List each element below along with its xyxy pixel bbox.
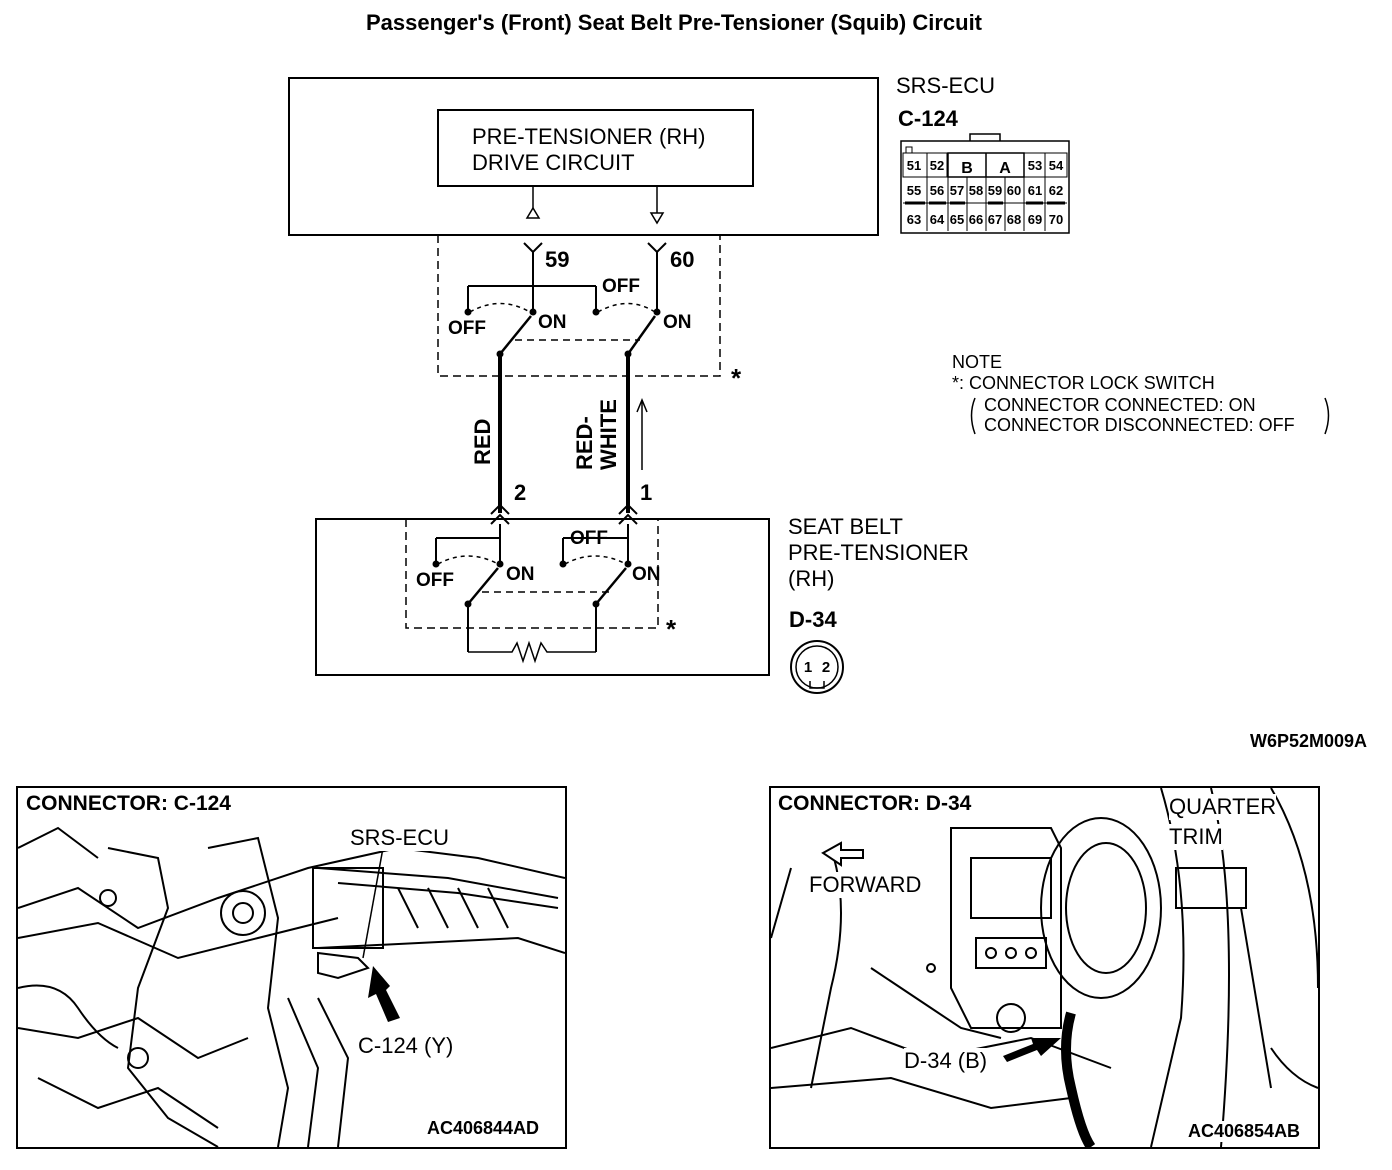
switch-off-label: OFF bbox=[416, 570, 454, 591]
photo-left-heading: CONNECTOR: C-124 bbox=[26, 792, 231, 815]
note-heading: NOTE bbox=[952, 352, 1003, 372]
d34-pin-1: 1 bbox=[804, 659, 812, 676]
c124-pin-labels: 51 52 B A 53 54 55 56 57 58 59 60 61 62 … bbox=[907, 158, 1064, 227]
pin-label: 54 bbox=[1049, 158, 1064, 173]
switch-on-label: ON bbox=[663, 312, 692, 333]
photo-right-code: AC406854AB bbox=[1188, 1121, 1301, 1142]
drive-circuit-box bbox=[437, 109, 754, 187]
pin-label: 60 bbox=[1007, 183, 1021, 198]
pin-label: 56 bbox=[930, 183, 944, 198]
pretensioner-connector-id: D-34 bbox=[789, 607, 837, 632]
pin-label: 66 bbox=[969, 212, 983, 227]
pretensioner-box bbox=[315, 518, 770, 676]
ecu-name: SRS-ECU bbox=[896, 73, 996, 98]
pin-label: 51 bbox=[907, 158, 921, 173]
d34-pin-2: 2 bbox=[822, 659, 830, 676]
d34-location-illustration bbox=[771, 788, 1318, 1147]
drive-circuit-line2: DRIVE CIRCUIT bbox=[472, 150, 635, 175]
photo-right-trim-label-1: QUARTER bbox=[1169, 794, 1277, 820]
page-title: Passenger's (Front) Seat Belt Pre-Tensio… bbox=[365, 10, 983, 35]
pin-label: 52 bbox=[930, 158, 944, 173]
photo-right-forward-label: FORWARD bbox=[809, 872, 922, 898]
photo-panel-d34: CONNECTOR: D-34 QUARTER TRIM FORWARD D-3… bbox=[769, 786, 1320, 1149]
pin-label: 62 bbox=[1049, 183, 1063, 198]
pin-label: 65 bbox=[950, 212, 964, 227]
pretensioner-name-line2: PRE-TENSIONER bbox=[788, 540, 969, 565]
note-line3: CONNECTOR DISCONNECTED: OFF bbox=[984, 415, 1295, 435]
drive-circuit-line1: PRE-TENSIONER (RH) bbox=[472, 124, 706, 149]
wire-color-red-white-2: WHITE bbox=[596, 399, 621, 470]
pin-label: 64 bbox=[930, 212, 945, 227]
terminal-2: 2 bbox=[514, 480, 527, 505]
pin-label: B bbox=[961, 160, 973, 177]
photo-right-heading: CONNECTOR: D-34 bbox=[778, 792, 972, 815]
terminal-1: 1 bbox=[640, 480, 653, 505]
switch-off-label: OFF bbox=[602, 276, 640, 297]
switch-on-label: ON bbox=[632, 564, 661, 585]
pin-label: 70 bbox=[1049, 212, 1063, 227]
pin-label: 68 bbox=[1007, 212, 1021, 227]
wire-color-red: RED bbox=[470, 419, 495, 465]
pin-label: 67 bbox=[988, 212, 1002, 227]
photo-left-ecu-label: SRS-ECU bbox=[350, 825, 450, 851]
switch-on-label: ON bbox=[538, 312, 567, 333]
terminal-60: 60 bbox=[670, 247, 695, 272]
diagram-code: W6P52M009A bbox=[1250, 731, 1368, 751]
photo-right-connector-label: D-34 (B) bbox=[904, 1048, 988, 1074]
pretensioner-name-line3: (RH) bbox=[788, 566, 835, 591]
pin-label: 63 bbox=[907, 212, 921, 227]
pin-label: 69 bbox=[1028, 212, 1042, 227]
pin-label: 58 bbox=[969, 183, 983, 198]
lock-switch-star: * bbox=[666, 614, 677, 644]
photo-right-trim-label-2: TRIM bbox=[1169, 824, 1223, 850]
pin-label: 61 bbox=[1028, 183, 1042, 198]
note-line2: CONNECTOR CONNECTED: ON bbox=[984, 395, 1256, 415]
pin-label: 57 bbox=[950, 183, 964, 198]
switch-off-label: OFF bbox=[570, 528, 608, 549]
terminal-59: 59 bbox=[545, 247, 570, 272]
c124-location-illustration bbox=[18, 826, 565, 1147]
ecu-box bbox=[288, 77, 879, 236]
wire-color-red-white-1: RED- bbox=[572, 416, 597, 470]
pin-label: A bbox=[999, 160, 1011, 177]
lock-switch-star: * bbox=[731, 363, 742, 393]
pin-label: 53 bbox=[1028, 158, 1042, 173]
switch-on-label: ON bbox=[506, 564, 535, 585]
photo-left-connector-label: C-124 (Y) bbox=[358, 1033, 454, 1059]
pin-label: 55 bbox=[907, 183, 921, 198]
pretensioner-name-line1: SEAT BELT bbox=[788, 514, 903, 539]
photo-panel-c124: CONNECTOR: C-124 SRS-ECU C-124 (Y) AC406… bbox=[16, 786, 567, 1149]
switch-off-label: OFF bbox=[448, 318, 486, 339]
ecu-connector-id: C-124 bbox=[898, 106, 958, 131]
photo-left-code: AC406844AD bbox=[427, 1118, 540, 1139]
pin-label: 59 bbox=[988, 183, 1002, 198]
note-line1: *: CONNECTOR LOCK SWITCH bbox=[952, 373, 1215, 393]
